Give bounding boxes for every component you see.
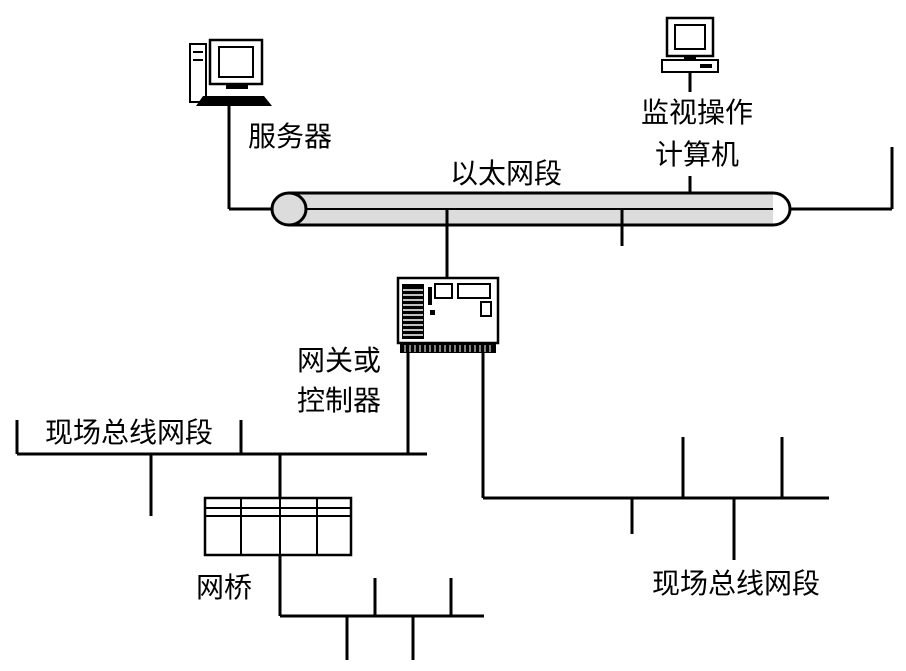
monitor-label-line1: 监视操作 [641, 96, 753, 129]
server-icon [189, 38, 272, 106]
server-label: 服务器 [248, 120, 332, 153]
monitor-computer-icon [661, 16, 719, 73]
right-fieldbus-label: 现场总线网段 [652, 567, 820, 600]
ethernet-label: 以太网段 [450, 157, 562, 190]
monitor-label-line2: 计算机 [655, 138, 739, 171]
bridge-icon [203, 496, 353, 557]
gateway-label-line1: 网关或 [297, 344, 381, 377]
gateway-controller-icon [396, 276, 500, 353]
gateway-label-line2: 控制器 [297, 384, 381, 417]
ethernet-bus-cylinder [270, 191, 792, 227]
bridge-label: 网桥 [196, 571, 252, 604]
left-fieldbus-label: 现场总线网段 [45, 416, 213, 449]
